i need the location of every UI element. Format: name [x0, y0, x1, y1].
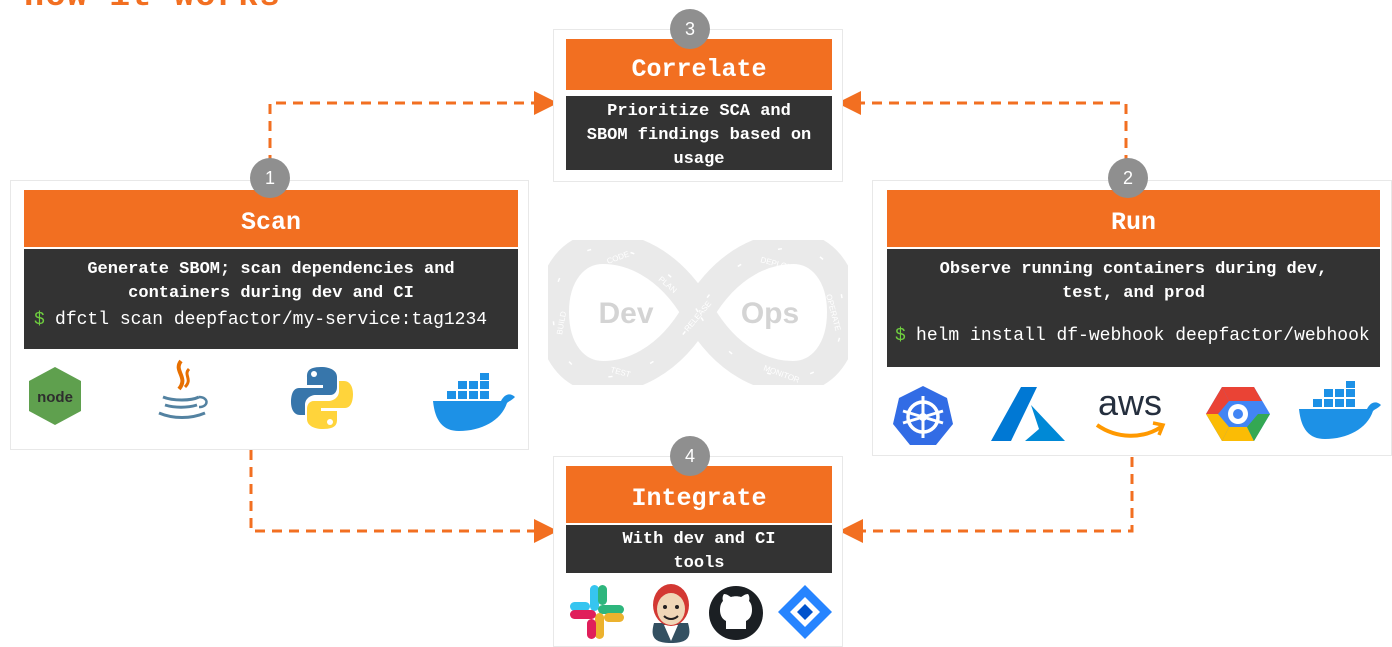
- step-1-badge: 1: [250, 158, 290, 198]
- arrow-run-to-correlate: [837, 91, 1128, 165]
- integrate-description: With dev and CI tools: [566, 525, 832, 573]
- run-title: Run: [887, 190, 1380, 247]
- integrate-title: Integrate: [566, 466, 832, 523]
- run-description: Observe running containers during dev, t…: [939, 260, 1328, 303]
- nodejs-icon: node: [29, 367, 81, 425]
- integrate-card: Integrate With dev and CI tools: [553, 456, 843, 647]
- devops-dev-label: Dev: [598, 297, 653, 330]
- scan-prompt: $: [34, 310, 45, 330]
- docker-icon: [1299, 381, 1381, 439]
- page-title: How it works: [24, 0, 281, 16]
- step-2-badge: 2: [1108, 158, 1148, 198]
- java-icon: [158, 359, 208, 419]
- scan-command: dfctl scan deepfactor/my-service:tag1234: [55, 310, 488, 330]
- scan-command-line: $ dfctl scan deepfactor/my-service:tag12…: [24, 308, 518, 333]
- scan-title: Scan: [24, 190, 518, 247]
- correlate-description: Prioritize SCA and SBOM findings based o…: [566, 96, 832, 170]
- step-3-badge: 3: [670, 9, 710, 49]
- run-prompt: $: [895, 326, 906, 346]
- slack-icon: [570, 585, 624, 639]
- run-card: Run Observe running containers during de…: [872, 180, 1392, 456]
- svg-text:node: node: [37, 389, 73, 406]
- aws-icon: aws: [1095, 385, 1166, 438]
- arrow-scan-to-correlate: [268, 91, 558, 165]
- google-cloud-icon: [1206, 387, 1270, 441]
- devops-loop-graphic: Dev Ops CODE PLAN RELEASE BUILD TEST DEP…: [548, 240, 848, 385]
- step-4-badge: 4: [670, 436, 710, 476]
- scan-card: Scan Generate SBOM; scan dependencies an…: [10, 180, 529, 450]
- arrow-scan-to-integrate: [249, 450, 558, 543]
- run-command-line: $ helm install df-webhook deepfactor/web…: [887, 324, 1380, 349]
- run-panel: Observe running containers during dev, t…: [887, 249, 1380, 367]
- arrow-run-to-integrate: [839, 457, 1134, 543]
- aws-wordmark: aws: [1098, 385, 1162, 423]
- jenkins-icon: [652, 584, 690, 643]
- jira-icon: [778, 585, 832, 639]
- run-command: helm install df-webhook deepfactor/webho…: [916, 326, 1370, 346]
- scan-panel: Generate SBOM; scan dependencies and con…: [24, 249, 518, 349]
- correlate-card: Correlate Prioritize SCA and SBOM findin…: [553, 29, 843, 182]
- correlate-title: Correlate: [566, 39, 832, 90]
- python-icon: [291, 367, 353, 429]
- azure-icon: [991, 387, 1065, 441]
- devops-ops-label: Ops: [741, 297, 799, 330]
- kubernetes-icon: [893, 386, 953, 445]
- devops-stage-build: BUILD: [555, 310, 568, 335]
- docker-icon: [433, 373, 515, 431]
- github-icon: [709, 586, 763, 640]
- scan-description: Generate SBOM; scan dependencies and con…: [87, 260, 455, 303]
